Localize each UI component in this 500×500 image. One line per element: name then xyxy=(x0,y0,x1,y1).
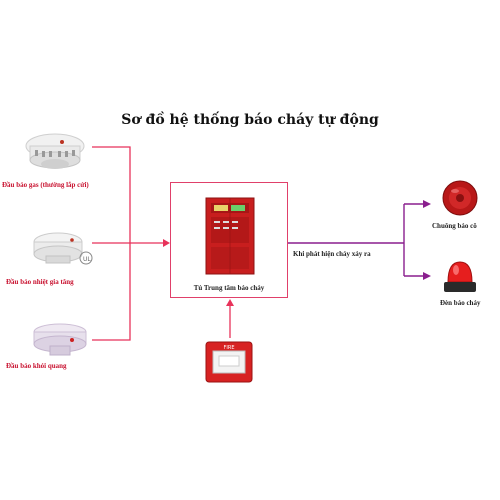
diagram-title: Sơ đồ hệ thống báo cháy tự động xyxy=(121,112,379,128)
smoke-detector-icon xyxy=(33,323,87,356)
detector-wires xyxy=(92,146,168,341)
gas-detector-icon xyxy=(25,133,85,169)
smoke-detector-label: Đầu báo khói quang xyxy=(6,362,67,370)
heat-detector-label: Đầu báo nhiệt gia tăng xyxy=(6,278,74,286)
strobe-light-icon xyxy=(444,261,476,292)
control-panel-icon xyxy=(205,197,255,275)
heat-detector-icon: UL xyxy=(33,232,93,265)
fire-bell-label: Chuông báo cô xyxy=(432,222,477,230)
strobe-light-label: Đèn báo cháy xyxy=(440,299,481,307)
bell-arrow xyxy=(423,200,431,208)
manual-call-point-icon: FIRE xyxy=(205,341,253,383)
central-panel-label: Tủ Trung tâm báo cháy xyxy=(193,284,265,292)
panel-input-arrow xyxy=(163,239,170,247)
output-wires xyxy=(288,203,424,277)
trigger-label: Khi phát hiện cháy xảy ra xyxy=(293,250,371,258)
fire-bell-icon xyxy=(442,180,478,216)
lamp-arrow xyxy=(423,272,431,280)
call-point-arrow xyxy=(226,299,234,306)
gas-detector-label: Đầu báo gas (thường lắp cửi) xyxy=(2,181,89,189)
svg-text:UL: UL xyxy=(83,256,91,263)
call-point-text: FIRE xyxy=(224,345,235,351)
